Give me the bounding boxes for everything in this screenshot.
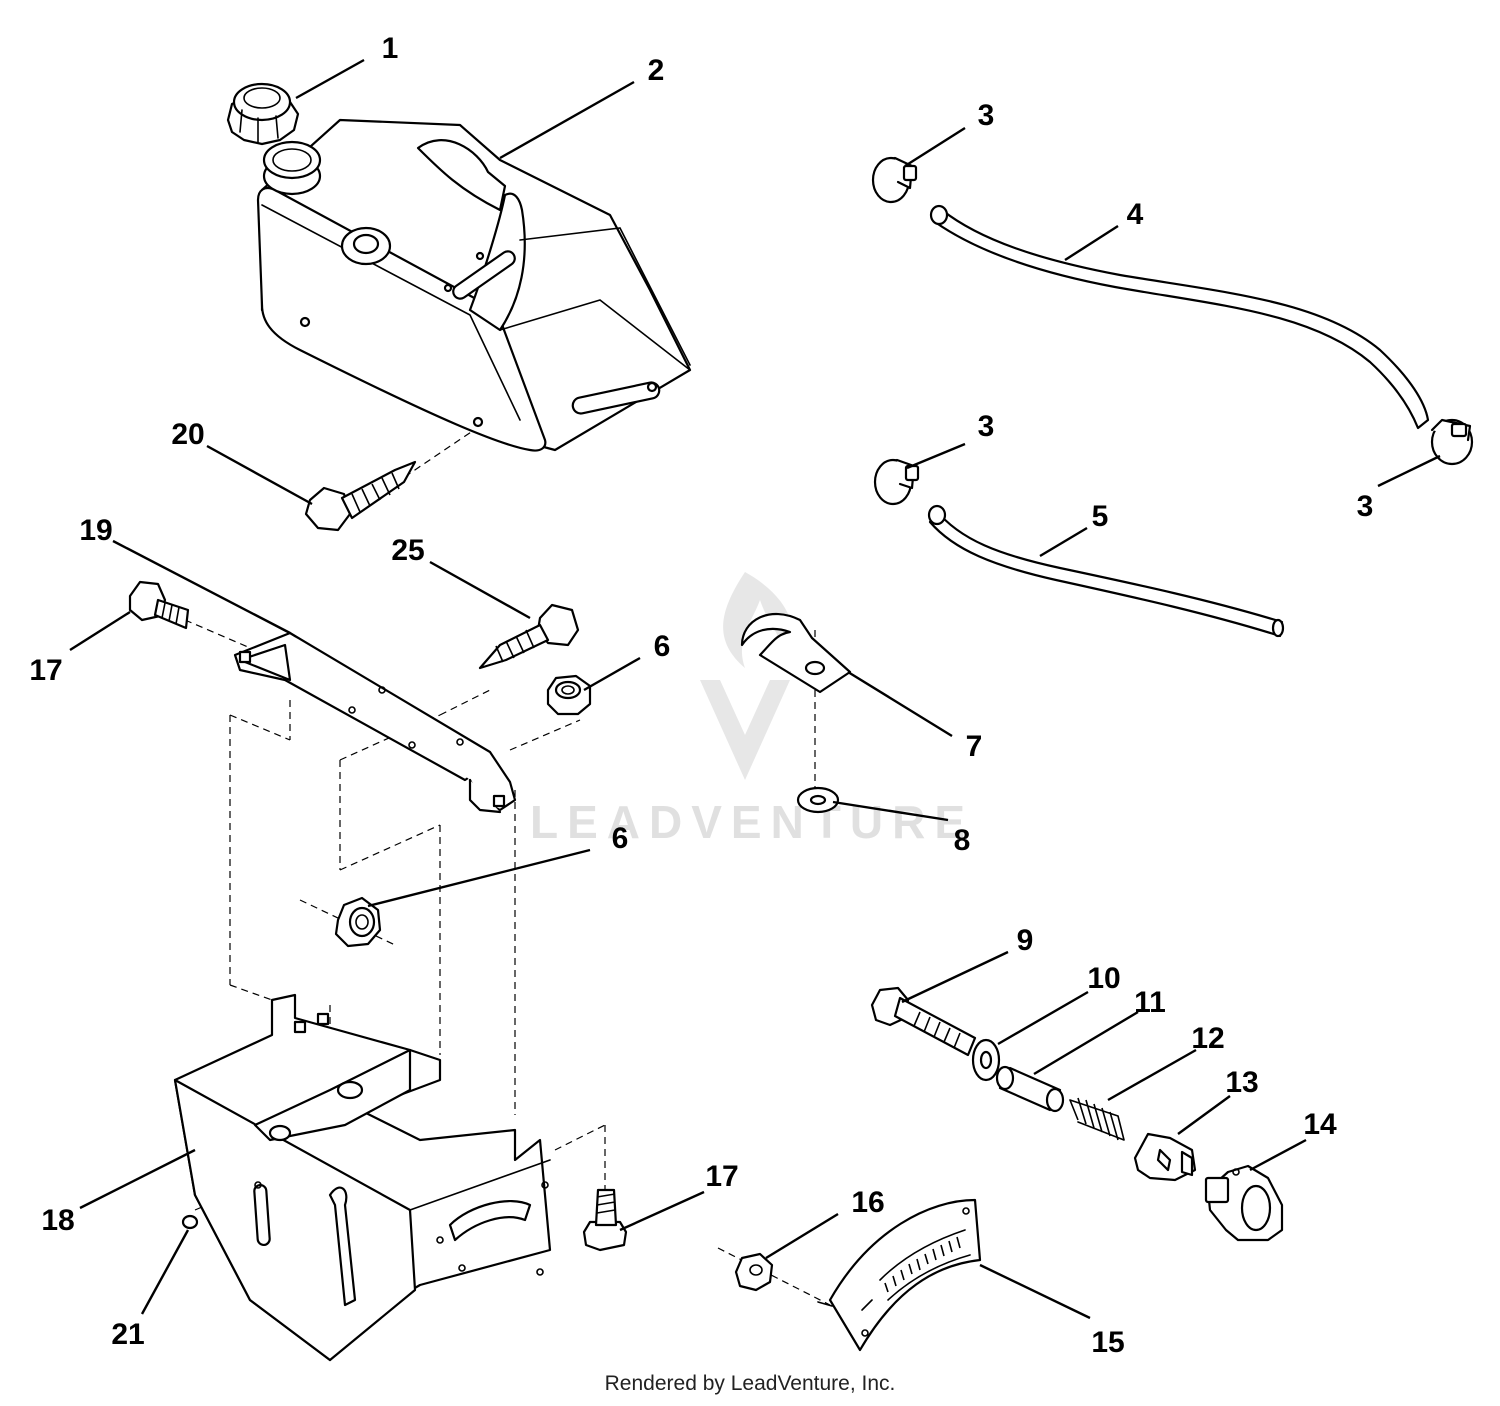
fuel-hose-4	[929, 204, 1430, 430]
bolt-17-lower	[582, 1188, 628, 1252]
callout-3c: 3	[1357, 490, 1374, 523]
callout-10: 10	[1087, 962, 1120, 995]
callout-21: 21	[111, 1318, 144, 1351]
callout-3b: 3	[978, 410, 995, 443]
callout-2: 2	[648, 54, 665, 87]
callout-14: 14	[1303, 1108, 1337, 1141]
watermark: LEADVENTURE	[530, 572, 974, 848]
bolt-25	[478, 603, 580, 670]
callout-11: 11	[1134, 986, 1166, 1019]
spring-12	[1069, 1097, 1125, 1141]
callout-18: 18	[41, 1204, 74, 1237]
callout-1: 1	[382, 32, 399, 65]
callouts: 1 2 3 3 3 4 5 6 6 7 8 9 10 11 12 13 14 1…	[29, 32, 1373, 1359]
callout-15: 15	[1091, 1326, 1124, 1359]
callout-25: 25	[391, 534, 424, 567]
hose-clamp-3-right	[1430, 418, 1474, 466]
callout-19: 19	[79, 514, 112, 547]
callout-17b: 17	[705, 1160, 738, 1193]
callout-6b: 6	[612, 822, 629, 855]
footer-credit: Rendered by LeadVenture, Inc.	[604, 1372, 896, 1395]
callout-7: 7	[966, 730, 983, 763]
plug-21	[181, 1214, 199, 1230]
assembly-lines	[184, 425, 831, 1306]
nut-6-upper	[546, 674, 592, 716]
callout-6a: 6	[654, 630, 671, 663]
bracket-19	[233, 631, 517, 814]
fuel-hose-5	[927, 504, 1285, 638]
fuel-cap	[226, 82, 300, 146]
washer-10	[971, 1038, 1001, 1082]
bolt-17-upper	[128, 580, 190, 630]
callout-20: 20	[171, 418, 204, 451]
callout-12: 12	[1191, 1022, 1224, 1055]
callout-3a: 3	[978, 99, 995, 132]
callout-8: 8	[954, 824, 971, 857]
bolt-9	[870, 986, 977, 1057]
knob-13	[1133, 1132, 1197, 1182]
console-18	[173, 993, 552, 1362]
callout-4: 4	[1127, 198, 1144, 231]
spacer-11	[995, 1065, 1065, 1113]
callout-9: 9	[1017, 924, 1034, 957]
nut-16	[734, 1252, 774, 1292]
watermark-flame-logo	[700, 572, 793, 780]
leader-lines	[69, 58, 1441, 1320]
watermark-text: LEADVENTURE	[530, 796, 974, 848]
callout-16: 16	[851, 1186, 884, 1219]
nut-6-lower	[334, 896, 382, 948]
callout-5: 5	[1092, 500, 1109, 533]
fuel-tank	[256, 118, 692, 452]
hose-clamp-3-upper-left	[871, 156, 918, 204]
handle-14	[1204, 1164, 1284, 1242]
screw-20	[304, 460, 417, 532]
callout-17a: 17	[29, 654, 62, 687]
quadrant-plate-15	[817, 1198, 982, 1352]
callout-13: 13	[1225, 1066, 1258, 1099]
washer-8	[796, 786, 840, 814]
clip-7	[740, 612, 852, 694]
